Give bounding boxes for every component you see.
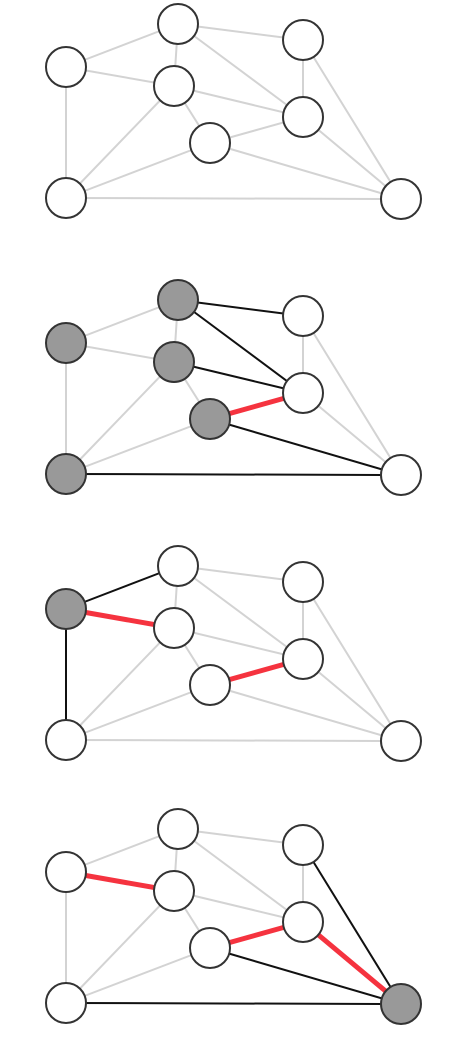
- edge-b-d: [177, 828, 304, 846]
- node-h: [380, 178, 422, 220]
- edge-f-h: [209, 947, 402, 1005]
- node-f: [189, 398, 231, 440]
- edge-f-h: [209, 418, 402, 476]
- edge-c-e: [173, 85, 304, 118]
- node-e: [282, 96, 324, 138]
- node-f: [189, 927, 231, 969]
- node-d: [282, 561, 324, 603]
- edge-f-g: [65, 418, 211, 475]
- node-c: [153, 65, 195, 107]
- edge-c-g: [65, 627, 175, 741]
- edge-d-h: [302, 581, 402, 742]
- edge-d-h: [302, 315, 402, 476]
- edge-c-e: [173, 361, 304, 394]
- node-e: [282, 638, 324, 680]
- edge-f-g: [65, 947, 211, 1004]
- edge-f-g: [65, 142, 211, 199]
- edge-c-e: [173, 890, 304, 923]
- node-b: [157, 279, 199, 321]
- node-g: [45, 982, 87, 1024]
- node-f: [189, 664, 231, 706]
- edge-b-e: [177, 299, 304, 394]
- edge-f-h: [209, 142, 402, 200]
- node-g: [45, 719, 87, 761]
- panel-4: [45, 808, 422, 1025]
- edge-e-h: [302, 116, 402, 200]
- panel-2: [45, 279, 422, 496]
- node-d: [282, 19, 324, 61]
- node-a: [45, 588, 87, 630]
- edge-f-h: [209, 684, 402, 742]
- edge-b-d: [177, 299, 304, 317]
- edge-g-h: [65, 739, 402, 742]
- edge-c-g: [65, 85, 175, 199]
- edge-c-e: [173, 627, 304, 660]
- edge-d-h: [302, 844, 402, 1005]
- panel-1: [45, 3, 422, 220]
- edge-g-h: [65, 473, 402, 476]
- edge-g-h: [65, 197, 402, 200]
- node-g: [45, 453, 87, 495]
- node-h: [380, 720, 422, 762]
- node-b: [157, 545, 199, 587]
- node-b: [157, 3, 199, 45]
- edge-b-e: [177, 565, 304, 660]
- edge-g-h: [65, 1002, 402, 1005]
- node-h: [380, 983, 422, 1025]
- node-b: [157, 808, 199, 850]
- node-d: [282, 295, 324, 337]
- edge-b-e: [177, 23, 304, 118]
- edge-c-g: [65, 890, 175, 1004]
- node-g: [45, 177, 87, 219]
- node-d: [282, 824, 324, 866]
- node-a: [45, 46, 87, 88]
- edge-f-g: [65, 684, 211, 741]
- edge-c-g: [65, 361, 175, 475]
- node-a: [45, 322, 87, 364]
- edge-d-h: [302, 39, 402, 200]
- edge-b-d: [177, 23, 304, 41]
- edge-e-h: [300, 919, 404, 1007]
- edge-e-h: [302, 658, 402, 742]
- node-c: [153, 607, 195, 649]
- panel-3: [45, 545, 422, 762]
- node-e: [282, 372, 324, 414]
- edge-b-d: [177, 565, 304, 583]
- node-f: [189, 122, 231, 164]
- node-h: [380, 454, 422, 496]
- edge-e-h: [302, 392, 402, 476]
- node-a: [45, 851, 87, 893]
- node-c: [153, 341, 195, 383]
- node-e: [282, 901, 324, 943]
- node-c: [153, 870, 195, 912]
- edge-b-e: [177, 828, 304, 923]
